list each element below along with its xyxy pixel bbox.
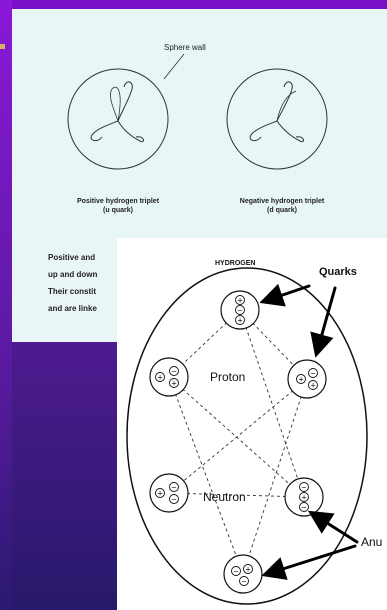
quark-top: + − + (221, 291, 259, 329)
svg-text:−: − (310, 370, 316, 378)
quarks-label: Quarks (319, 266, 357, 278)
sphere-wall-label: Sphere wall (164, 43, 206, 52)
paragraph-line: up and down (48, 270, 97, 279)
paragraph-line: Their constit (48, 287, 96, 296)
quarks-arrows (265, 286, 335, 352)
svg-text:+: + (245, 566, 251, 574)
neutron-label: Neutron (203, 490, 246, 504)
dashed-links (169, 310, 307, 574)
paragraph-line: Positive and (48, 253, 95, 262)
svg-text:−: − (241, 578, 247, 586)
anu-arrows (267, 514, 357, 574)
svg-text:−: − (301, 484, 307, 492)
negative-triplet-caption-line2: (d quark) (217, 206, 347, 215)
negative-triplet-caption: Negative hydrogen triplet (d quark) (217, 197, 347, 215)
paragraph-line: and are linke (48, 304, 97, 313)
svg-text:+: + (157, 374, 163, 382)
svg-text:−: − (233, 568, 239, 576)
anu-label: Anu (361, 535, 382, 549)
sphere-wall-pointer (164, 54, 184, 79)
svg-text:−: − (301, 504, 307, 512)
positive-triplet-sphere (68, 69, 168, 169)
negative-triplet-sphere (227, 69, 327, 169)
positive-triplet-caption-line2: (u quark) (58, 206, 178, 215)
quark-proton-right: + − + (288, 360, 326, 398)
quark-neutron-right: − + − (285, 478, 323, 516)
quark-proton-left: + − + (150, 358, 188, 396)
negative-triplet-caption-line1: Negative hydrogen triplet (217, 197, 347, 206)
svg-text:+: + (301, 494, 307, 502)
svg-text:+: + (237, 317, 243, 325)
hydrogen-diagram-panel: + − + + − + + − + + − − − + − (117, 238, 387, 610)
svg-text:−: − (171, 484, 177, 492)
hydrogen-diagram-svg: + − + + − + + − + + − − − + − (117, 238, 387, 610)
svg-text:+: + (237, 297, 243, 305)
positive-triplet-caption: Positive hydrogen triplet (u quark) (58, 197, 178, 215)
hydrogen-title: HYDROGEN (215, 260, 255, 267)
svg-text:−: − (237, 307, 243, 315)
quark-neutron-left: + − − (150, 474, 188, 512)
left-edge-strip (0, 0, 12, 610)
svg-text:+: + (298, 376, 304, 384)
quark-bottom: − + − (224, 555, 262, 593)
svg-text:+: + (310, 382, 316, 390)
svg-text:+: + (171, 380, 177, 388)
svg-text:−: − (171, 368, 177, 376)
proton-label: Proton (210, 370, 245, 384)
edge-mark (0, 44, 5, 49)
positive-triplet-caption-line1: Positive hydrogen triplet (58, 197, 178, 206)
svg-text:−: − (171, 496, 177, 504)
svg-text:+: + (157, 490, 163, 498)
